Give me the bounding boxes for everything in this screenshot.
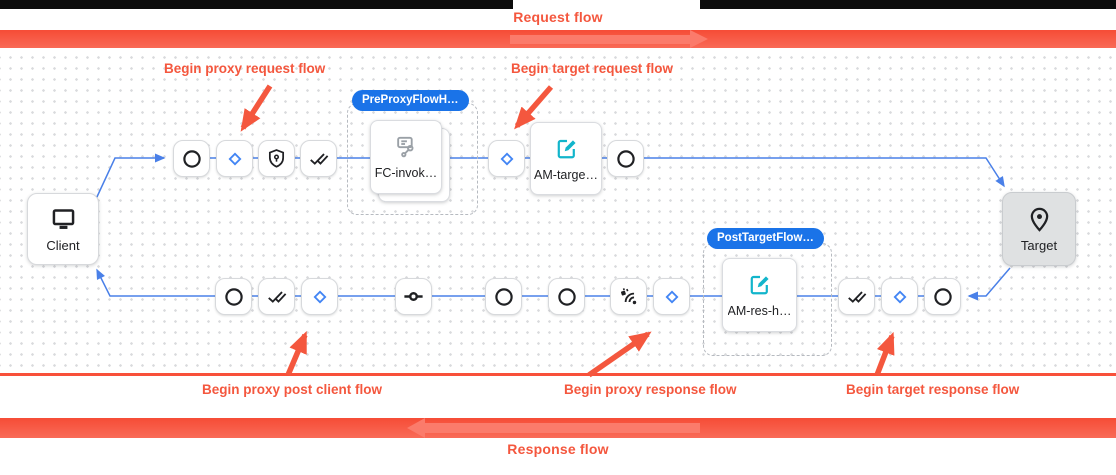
- request-step-target-preflow-condition[interactable]: [488, 140, 525, 177]
- fc-invoke-policy-card[interactable]: FC-invok…: [370, 120, 442, 194]
- response-step-postclient-policy[interactable]: [258, 278, 295, 315]
- client-node[interactable]: Client: [27, 193, 99, 265]
- circle-icon: [494, 287, 513, 306]
- diamond-icon: [228, 152, 241, 165]
- post-target-flow-badge[interactable]: PostTargetFlow…: [707, 228, 824, 249]
- fc-invoke-policy-label: FC-invok…: [374, 166, 438, 180]
- broadcast-icon: [620, 287, 636, 304]
- label-begin-target-request: Begin target request flow: [511, 61, 674, 76]
- am-target-policy-label: AM-targe…: [534, 167, 598, 182]
- diamond-icon: [893, 290, 906, 303]
- request-step-start[interactable]: [173, 140, 210, 177]
- request-flow-arrow: [510, 34, 690, 44]
- request-flow-banner-label: Request flow: [513, 9, 603, 25]
- location-pin-icon: [1030, 207, 1048, 232]
- canvas-bottom-border: [0, 373, 1116, 376]
- double-check-icon: [309, 152, 328, 165]
- pre-proxy-flow-badge[interactable]: PreProxyFlowH…: [352, 90, 469, 111]
- label-begin-proxy-post-client: Begin proxy post client flow: [202, 382, 383, 397]
- response-step-target-response-condition[interactable]: [881, 278, 918, 315]
- request-step-proxy-preflow-condition[interactable]: [216, 140, 253, 177]
- response-step-callout-policy[interactable]: [610, 278, 647, 315]
- circle-icon: [224, 287, 243, 306]
- response-flow-arrowhead-icon: [407, 418, 425, 438]
- response-step-end[interactable]: [215, 278, 252, 315]
- double-check-icon: [847, 290, 866, 303]
- double-check-icon: [267, 290, 286, 303]
- response-step-target-policy[interactable]: [838, 278, 875, 315]
- am-response-policy-label: AM-res-h…: [727, 304, 792, 318]
- monitor-icon: [52, 208, 74, 229]
- response-step-proxy-response-condition[interactable]: [653, 278, 690, 315]
- top-black-bar-right: [700, 0, 1116, 9]
- circle-icon: [557, 287, 576, 306]
- request-step-end[interactable]: [607, 140, 644, 177]
- response-flow-banner-label: Response flow: [507, 441, 609, 457]
- circle-icon: [616, 149, 635, 168]
- shield-key-icon: [268, 149, 285, 168]
- edit-square-icon: [557, 139, 576, 158]
- am-target-policy-card[interactable]: AM-targe…: [530, 122, 602, 195]
- top-black-bar-left: [0, 0, 513, 9]
- flow-editor-canvas: [0, 49, 1116, 373]
- label-begin-proxy-request: Begin proxy request flow: [164, 61, 326, 76]
- response-step-circle-1[interactable]: [485, 278, 522, 315]
- response-flow-arrow: [425, 423, 700, 433]
- circle-icon: [933, 287, 952, 306]
- flow-callout-icon: [396, 136, 413, 158]
- circle-icon: [182, 149, 201, 168]
- request-step-security-policy[interactable]: [258, 140, 295, 177]
- client-label: Client: [46, 237, 80, 253]
- target-label: Target: [1020, 237, 1058, 253]
- am-response-policy-card[interactable]: AM-res-h…: [722, 258, 797, 332]
- target-node[interactable]: Target: [1002, 192, 1076, 266]
- label-begin-target-response: Begin target response flow: [846, 382, 1020, 397]
- diamond-icon: [500, 152, 513, 165]
- response-step-start[interactable]: [924, 278, 961, 315]
- edit-square-icon: [750, 275, 769, 295]
- label-begin-proxy-response: Begin proxy response flow: [564, 382, 737, 397]
- diamond-icon: [665, 290, 678, 303]
- response-step-postclient-condition[interactable]: [301, 278, 338, 315]
- response-step-circle-2[interactable]: [548, 278, 585, 315]
- response-step-connector[interactable]: [395, 278, 432, 315]
- request-flow-arrowhead-icon: [690, 30, 708, 48]
- request-step-quota-policy[interactable]: [300, 140, 337, 177]
- key-inline-icon: [404, 291, 423, 302]
- diamond-icon: [313, 290, 326, 303]
